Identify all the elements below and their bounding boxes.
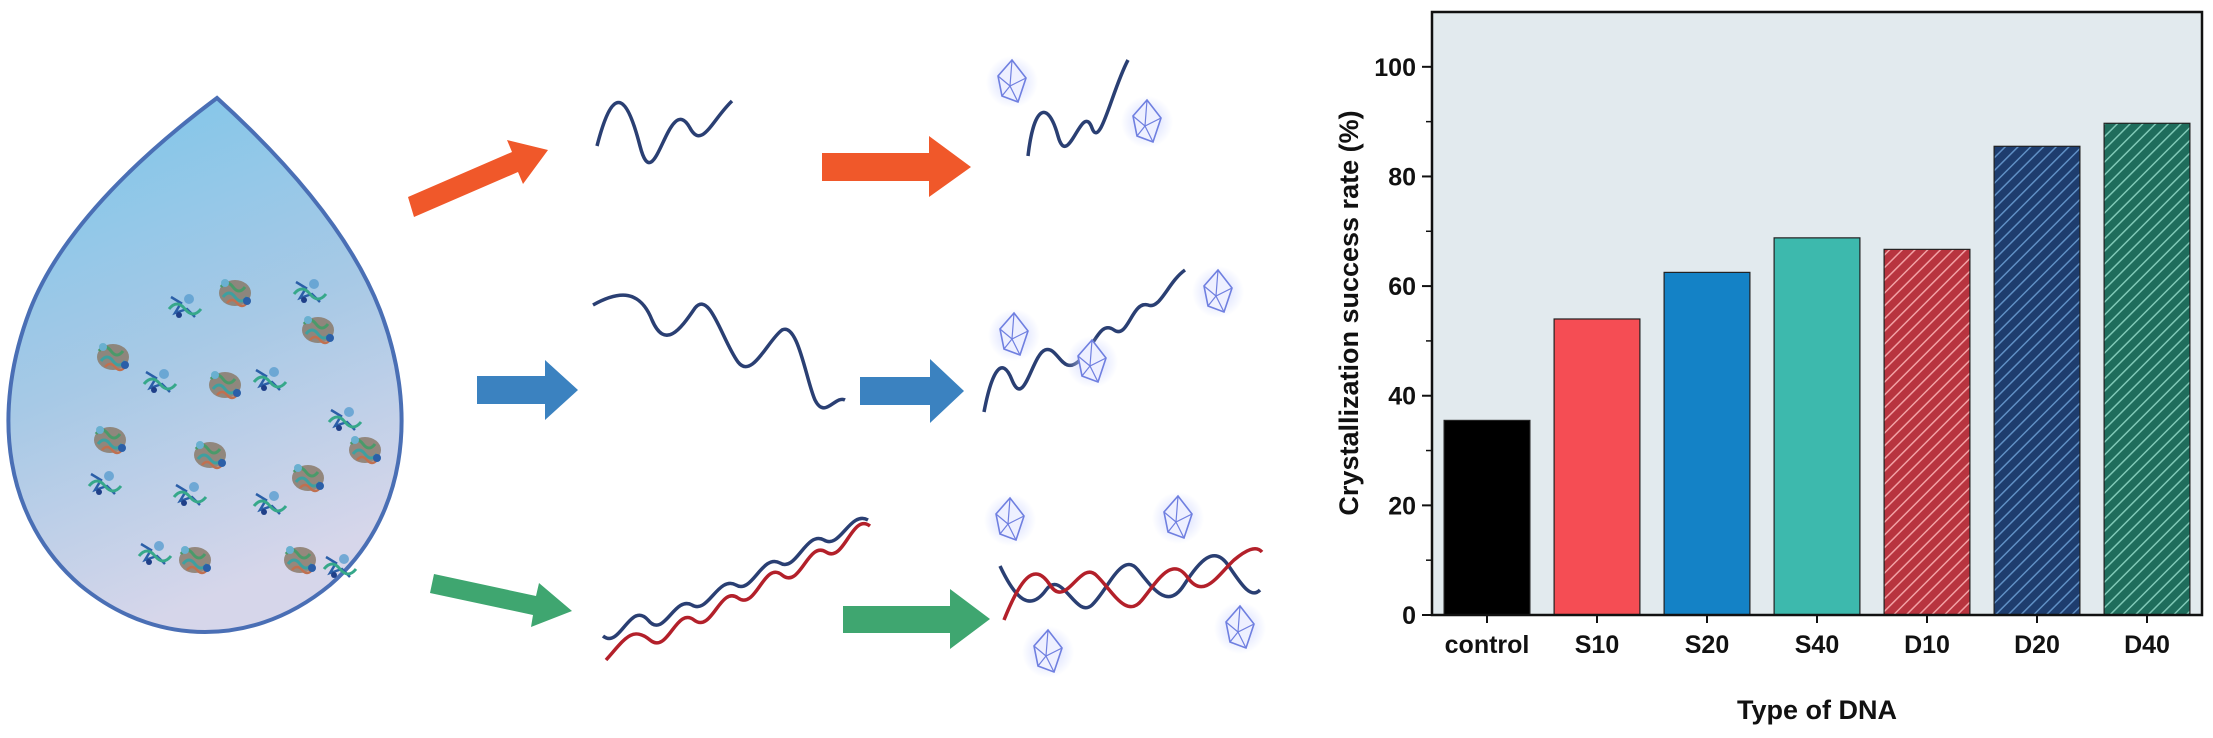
y-axis: 0 20 40 60 80 100	[1374, 54, 1432, 630]
short-strand-with-crystals	[985, 55, 1174, 157]
crystal-cluster-icon	[985, 55, 1039, 109]
x-tick-label: S40	[1795, 631, 1839, 659]
orange-arrow-1	[408, 140, 548, 217]
crystal-cluster-icon	[983, 493, 1037, 547]
crystal-cluster-icon	[1120, 95, 1174, 149]
x-axis: control S10 S20 S40 D10 D20 D40	[1445, 615, 2170, 659]
bar-d40	[2103, 122, 2191, 616]
bar-d10	[1883, 248, 1971, 616]
blue-arrow-2	[860, 359, 964, 423]
blue-arrow-1	[477, 360, 578, 420]
crystal-cluster-icon	[1065, 335, 1119, 389]
x-tick-label: S10	[1575, 631, 1619, 659]
x-tick-label: control	[1445, 631, 1530, 659]
bar-s20	[1663, 271, 1751, 616]
bar-s40	[1773, 237, 1861, 616]
bar-series	[1443, 122, 2191, 616]
long-single-strand-dna-icon	[592, 293, 846, 410]
orange-arrow-2	[822, 136, 971, 197]
x-axis-title: Type of DNA	[1737, 695, 1897, 725]
bar-d20	[1993, 145, 2081, 616]
crystal-cluster-icon	[1021, 625, 1075, 679]
double-strand-dna-icon	[601, 516, 872, 662]
y-tick-label: 100	[1374, 54, 1416, 82]
x-tick-label: D20	[2014, 631, 2060, 659]
x-tick-label: D10	[1904, 631, 1950, 659]
crystal-cluster-icon	[1151, 491, 1205, 545]
y-tick-label: 40	[1388, 383, 1416, 411]
double-strand-with-crystals	[983, 491, 1267, 679]
y-axis-title: Crystallization success rate (%)	[1334, 110, 1364, 515]
bar-s10	[1553, 318, 1641, 616]
short-single-strand-dna-icon	[595, 99, 734, 165]
green-arrow-1	[430, 574, 572, 627]
crystal-cluster-icon	[1213, 601, 1267, 655]
crystal-cluster-icon	[987, 308, 1041, 362]
y-tick-label: 80	[1388, 163, 1416, 191]
crystal-cluster-icon	[1191, 265, 1245, 319]
bar-control	[1443, 419, 1531, 616]
x-tick-label: D40	[2124, 631, 2170, 659]
y-tick-label: 0	[1402, 602, 1416, 630]
y-tick-label: 60	[1388, 273, 1416, 301]
green-arrow-2	[843, 589, 990, 649]
x-tick-label: S20	[1685, 631, 1729, 659]
y-tick-label: 20	[1388, 492, 1416, 520]
protein-droplet-icon	[6, 95, 404, 635]
bar-chart: 0 20 40 60 80 100 control S10 S20 S40 D10 D20 D40 C…	[1334, 10, 2204, 725]
long-strand-with-crystals	[982, 265, 1245, 413]
